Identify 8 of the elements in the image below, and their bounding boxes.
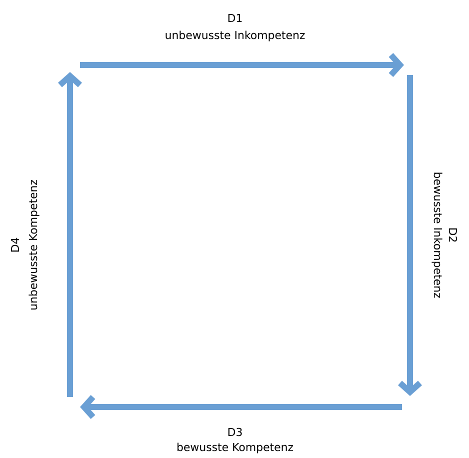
stage-number: D1 <box>228 14 242 22</box>
stage-label: unbewusste Inkompetenz <box>166 30 305 42</box>
stage-number: D3 <box>228 428 242 436</box>
stage-number: D2 <box>448 228 458 242</box>
stage-label: unbewusste Kompetenz <box>28 180 40 310</box>
stage-label: bewusste Inkompetenz <box>432 172 442 298</box>
stage-label: bewusste Kompetenz <box>178 442 294 454</box>
stage-number: D4 <box>11 238 19 252</box>
